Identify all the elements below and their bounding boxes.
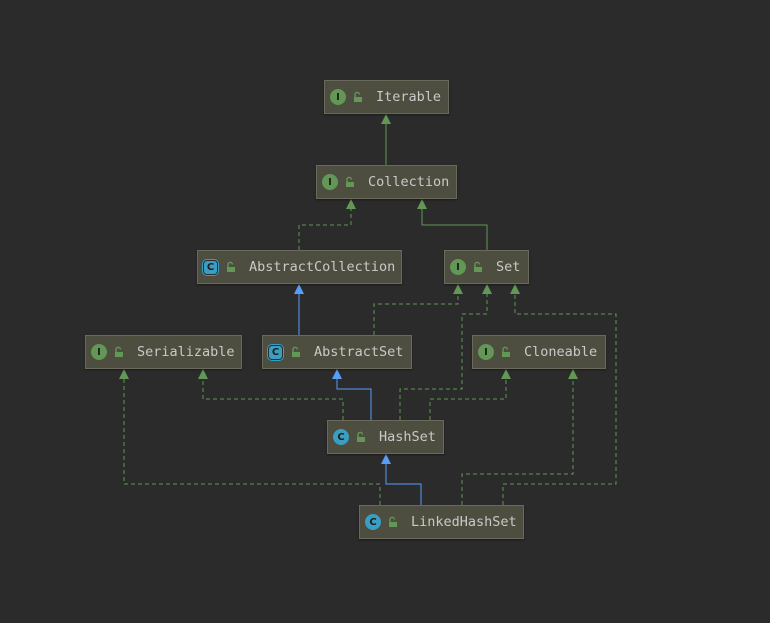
edge-linkedhashset-to-serializable [119, 369, 381, 505]
interface-icon: I [322, 174, 338, 190]
edge-line [399, 292, 488, 420]
interface-icon: I [330, 89, 346, 105]
node-label: LinkedHashSet [411, 514, 517, 530]
public-lock-icon [346, 176, 354, 187]
edge-linkedhashset-to-set [502, 284, 617, 505]
node-label: AbstractSet [314, 344, 404, 360]
edge-abstractset-to-abstractcollection [294, 284, 304, 335]
node-abstractset[interactable]: C AbstractSet [262, 335, 412, 369]
arrowhead-icon [346, 199, 356, 209]
arrowhead-icon [501, 369, 511, 379]
public-lock-icon [292, 346, 300, 357]
node-set[interactable]: I Set [444, 250, 529, 284]
node-label: Collection [368, 174, 450, 190]
edge-hashset-to-cloneable [429, 369, 511, 420]
edge-hashset-to-abstractset [332, 369, 372, 420]
edge-line [123, 377, 381, 505]
abstract-class-icon: C [204, 260, 217, 274]
arrowhead-icon [482, 284, 492, 294]
edge-line [461, 377, 574, 505]
arrowhead-icon [381, 454, 391, 464]
node-hashset[interactable]: C HashSet [327, 420, 444, 454]
arrowhead-icon [453, 284, 463, 294]
node-collection[interactable]: I Collection [316, 165, 457, 199]
edge-linkedhashset-to-cloneable [461, 369, 578, 505]
edge-line [385, 462, 422, 505]
public-lock-icon [357, 431, 365, 442]
node-label: Cloneable [524, 344, 598, 360]
edge-line [202, 377, 344, 420]
edge-line [373, 292, 459, 335]
node-label: AbstractCollection [249, 259, 396, 275]
arrowhead-icon [198, 369, 208, 379]
node-serializable[interactable]: I Serializable [85, 335, 242, 369]
edge-linkedhashset-to-hashset [381, 454, 422, 505]
edge-line [336, 377, 372, 420]
edge-abstractcollection-to-collection [298, 199, 356, 250]
interface-icon: I [91, 344, 107, 360]
public-lock-icon [227, 261, 235, 272]
arrowhead-icon [381, 114, 391, 124]
arrowhead-icon [332, 369, 342, 379]
public-lock-icon [389, 516, 397, 527]
arrowhead-icon [510, 284, 520, 294]
edge-line [421, 207, 488, 250]
edge-hashset-to-serializable [198, 369, 344, 420]
node-label: Serializable [137, 344, 235, 360]
edge-set-to-collection [417, 199, 488, 250]
public-lock-icon [502, 346, 510, 357]
edge-line [502, 292, 617, 505]
node-linkedhashset[interactable]: C LinkedHashSet [359, 505, 524, 539]
class-icon: C [365, 514, 381, 530]
public-lock-icon [474, 261, 482, 272]
class-icon: C [333, 429, 349, 445]
edge-line [429, 377, 507, 420]
edge-line [298, 207, 352, 250]
node-label: Iterable [376, 89, 442, 105]
interface-icon: I [478, 344, 494, 360]
arrowhead-icon [568, 369, 578, 379]
edge-collection-to-iterable [381, 114, 391, 165]
node-label: HashSet [379, 429, 436, 445]
interface-icon: I [450, 259, 466, 275]
abstract-class-icon: C [269, 345, 282, 359]
edge-hashset-to-set [399, 284, 492, 420]
node-iterable[interactable]: I Iterable [324, 80, 449, 114]
node-abstractcollection[interactable]: C AbstractCollection [197, 250, 402, 284]
arrowhead-icon [119, 369, 129, 379]
arrowhead-icon [294, 284, 304, 294]
public-lock-icon [354, 91, 362, 102]
node-label: Set [496, 259, 521, 275]
arrowhead-icon [417, 199, 427, 209]
edge-abstractset-to-set [373, 284, 463, 335]
node-cloneable[interactable]: I Cloneable [472, 335, 606, 369]
public-lock-icon [115, 346, 123, 357]
